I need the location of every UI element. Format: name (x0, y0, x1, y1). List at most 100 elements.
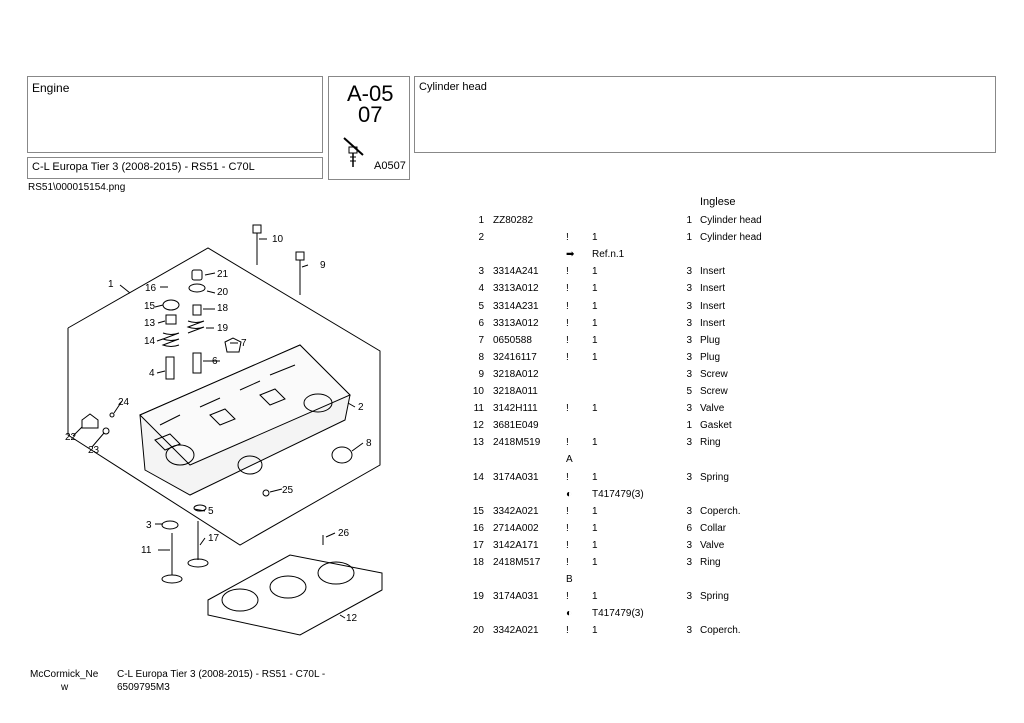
part-code: 3142A171 (493, 539, 539, 551)
reference: 1 (592, 300, 598, 312)
reference: T417479(3) (592, 488, 644, 500)
note-marker: ! (566, 437, 569, 449)
note-marker: ! (566, 591, 569, 603)
callout-2: 2 (358, 402, 364, 413)
reference: 1 (592, 522, 598, 534)
callout-11: 11 (141, 545, 152, 556)
callout-19: 19 (217, 323, 229, 334)
footer-brand-line1: McCormick_Ne (30, 669, 99, 680)
callout-3: 3 (146, 520, 152, 531)
description: Insert (700, 317, 726, 329)
quantity: 1 (686, 420, 692, 432)
reference: 1 (592, 557, 598, 568)
row-number: 1 (478, 215, 484, 226)
callout-7: 7 (241, 338, 247, 349)
footer-doc-line1: C-L Europa Tier 3 (2008-2015) - RS51 - C… (117, 669, 326, 680)
quantity: 1 (686, 215, 692, 226)
quantity: 3 (686, 300, 692, 312)
note-marker: ! (566, 539, 569, 551)
reference: 1 (592, 591, 598, 603)
description: Valve (700, 403, 725, 415)
note-marker: ! (566, 505, 569, 517)
part-code: 0650588 (493, 334, 532, 346)
description: Ring (700, 557, 721, 568)
quantity: 3 (686, 368, 692, 380)
row-number: 5 (478, 300, 484, 312)
reference: 1 (592, 283, 598, 295)
part-code: ZZ80282 (493, 215, 534, 226)
footer-brand-line2: w (61, 682, 69, 693)
description: Gasket (700, 420, 732, 432)
note-marker: ! (566, 317, 569, 329)
reference: 1 (592, 403, 598, 415)
part-code: 2714A002 (493, 522, 539, 534)
row-number: 4 (478, 283, 484, 295)
description: Coperch. (700, 625, 741, 637)
callout-25: 25 (282, 485, 294, 496)
callout-6: 6 (212, 356, 218, 367)
part-code: 3342A021 (493, 505, 539, 517)
part-code: 3174A031 (493, 591, 539, 603)
section-title: Engine (32, 81, 70, 95)
quantity: 3 (686, 591, 692, 603)
code-line2: 07 (358, 102, 383, 127)
quantity: 1 (686, 232, 692, 244)
note-marker: ! (566, 334, 569, 346)
description: Ring (700, 437, 721, 449)
row-number: 7 (478, 334, 484, 346)
page-title: Cylinder head (419, 81, 487, 93)
model-box: C-L Europa Tier 3 (2008-2015) - RS51 - C… (27, 157, 323, 179)
quantity: 3 (686, 557, 692, 568)
note-marker: ! (566, 266, 569, 278)
row-number: 2 (478, 232, 484, 244)
quantity: 3 (686, 351, 692, 363)
code-line1: A-05 (347, 81, 394, 106)
quantity: 3 (686, 539, 692, 551)
row-number: 15 (472, 505, 484, 517)
description: Screw (700, 368, 728, 380)
reference: 1 (592, 232, 598, 244)
section-box: Engine (27, 76, 323, 153)
callout-9: 9 (320, 260, 326, 271)
row-number: 8 (478, 351, 484, 363)
reference: T417479(3) (592, 608, 644, 620)
row-number: 18 (472, 557, 484, 568)
part-code: 2418M517 (493, 557, 541, 568)
callout-10: 10 (272, 234, 284, 245)
callout-22: 22 (65, 432, 77, 443)
row-number: 14 (472, 471, 484, 483)
callout-8: 8 (366, 438, 372, 449)
note-marker: ! (566, 232, 569, 244)
callout-5: 5 (208, 506, 214, 517)
part-code: 3342A021 (493, 625, 539, 637)
description: Spring (700, 591, 729, 603)
callout-4: 4 (149, 368, 155, 379)
code-small: A0507 (374, 160, 406, 172)
title-box: Cylinder head (414, 76, 996, 153)
reference: 1 (592, 625, 598, 637)
row-number: 17 (472, 539, 484, 551)
description: Coperch. (700, 505, 741, 517)
row-number: 13 (472, 437, 484, 449)
callout-20: 20 (217, 287, 229, 298)
reference: 1 (592, 266, 598, 278)
callout-21: 21 (217, 269, 229, 280)
row-number: 20 (472, 625, 484, 637)
part-code: 3681E049 (493, 420, 539, 432)
note-marker: ! (566, 300, 569, 312)
part-code: 3174A031 (493, 471, 539, 483)
description: Insert (700, 266, 726, 278)
note-marker: B (566, 574, 573, 586)
description: Cylinder head (700, 232, 762, 244)
reference: 1 (592, 471, 598, 483)
reference: 1 (592, 317, 598, 329)
row-number: 19 (472, 591, 484, 603)
row-number: 11 (473, 403, 484, 415)
note-marker: ! (566, 625, 569, 637)
note-marker: ◐ (566, 608, 573, 620)
part-code: 3314A241 (493, 266, 539, 278)
row-number: 6 (478, 317, 484, 329)
note-marker: A (566, 454, 573, 466)
part-code: 3218A011 (493, 386, 538, 397)
note-marker: ! (566, 471, 569, 483)
